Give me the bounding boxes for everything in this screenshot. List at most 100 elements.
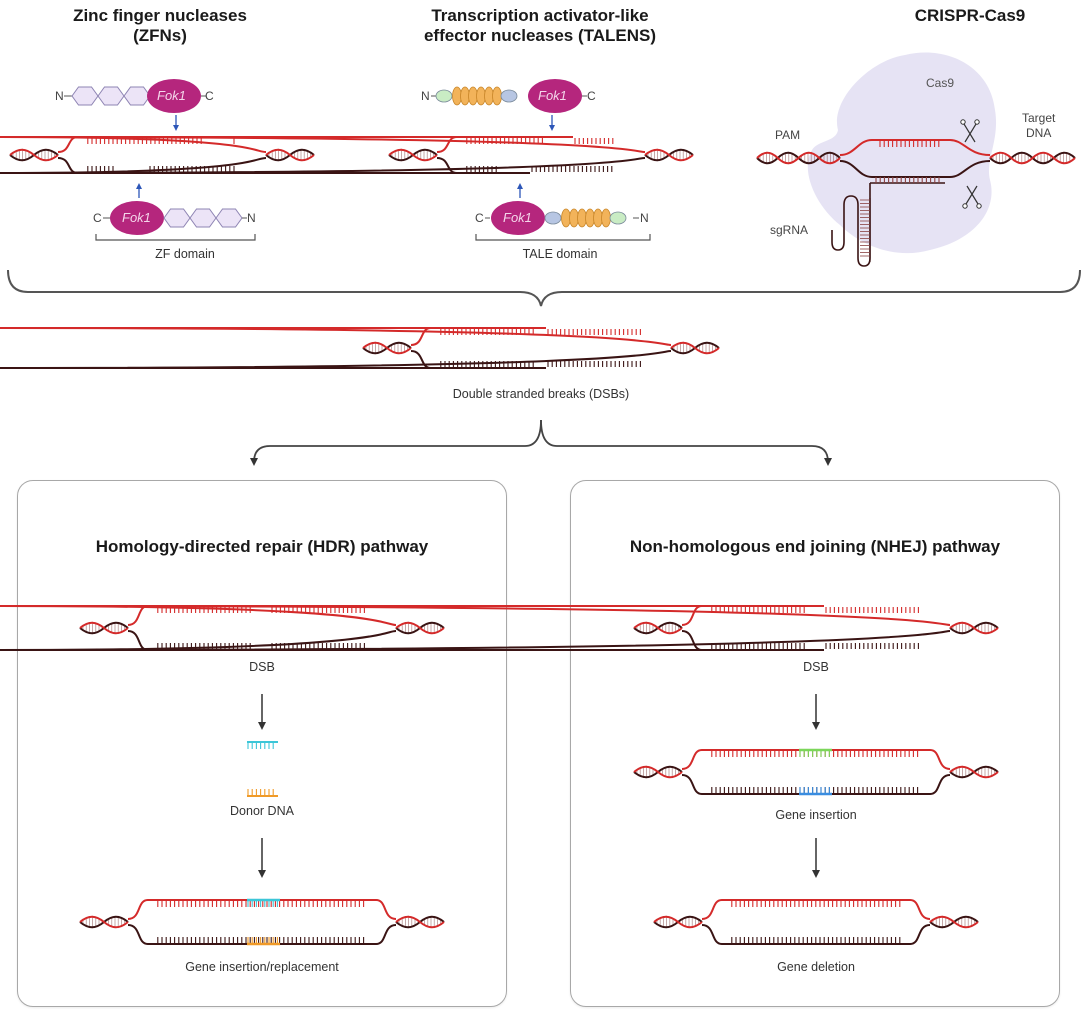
dna-layer	[0, 119, 1076, 946]
nhej-pathway-title: Non-homologous end joining (NHEJ) pathwa…	[629, 537, 1001, 556]
zfn-title: Zinc finger nucleases (ZFNs)	[40, 6, 280, 46]
top-strand	[0, 327, 672, 346]
zinc-finger-icon	[215, 208, 243, 228]
cas9-protein	[807, 52, 997, 254]
split-brace-left-arrow	[250, 419, 542, 466]
helix-strand-top	[989, 151, 1076, 165]
zfn-top-protein	[64, 79, 206, 131]
scissors-icon	[962, 185, 982, 209]
bottom-strand	[701, 924, 931, 945]
talen-bottom-c-label: C	[475, 211, 484, 225]
protein-layer	[64, 79, 651, 241]
zfn-top-fok1-label: Fok1	[157, 88, 186, 103]
zfn-bottom-n-label: N	[247, 211, 256, 225]
zinc-finger-icon	[189, 208, 217, 228]
bottom-strand	[681, 630, 810, 651]
helix-strand-top	[362, 341, 412, 355]
top-strand	[127, 899, 397, 920]
nhej-result-label: Gene deletion	[777, 960, 855, 974]
donor-dna-label: Donor DNA	[230, 804, 294, 818]
fok1-nuclease-icon	[528, 79, 582, 113]
zfn-bottom-c-label: C	[93, 211, 102, 225]
talen-bottom-n-label: N	[640, 211, 649, 225]
helix-strand-top	[79, 915, 129, 929]
scissors-blade	[964, 123, 977, 143]
bottom-strand	[681, 774, 951, 795]
talen-top-protein	[431, 79, 587, 131]
scissors-handle	[974, 119, 980, 125]
zfn-top-c-label: C	[205, 89, 214, 103]
scissors-blade	[966, 185, 979, 205]
scissors-handle	[960, 119, 966, 125]
helix-strand-top	[756, 151, 841, 165]
talen-bottom-protein	[475, 183, 651, 241]
sgrna-label: sgRNA	[770, 223, 809, 237]
helix-strand-top	[633, 765, 683, 779]
crispr-dna	[756, 119, 1076, 267]
bottom-strand	[0, 630, 951, 651]
top-strand	[701, 899, 931, 920]
talen-title-line1: Transcription activator-like	[431, 6, 649, 25]
hdr-result-label: Gene insertion/replacement	[185, 960, 339, 974]
zf-domain-label: ZF domain	[155, 247, 215, 261]
top-strand	[681, 605, 810, 626]
split-brace-right-arrow	[540, 419, 832, 466]
zinc-finger-icon	[97, 86, 125, 106]
hdr-dsb-dna	[0, 605, 445, 651]
top-brace	[7, 269, 1081, 307]
tale-repeat-icon	[601, 208, 611, 228]
helix-strand-top	[949, 621, 999, 635]
dsb-dna	[0, 327, 720, 369]
helix-strand-top	[388, 148, 438, 162]
scissors-blade	[963, 123, 976, 143]
hdr-pathway-title: Homology-directed repair (HDR) pathway	[95, 537, 429, 556]
zfn-bottom-fok1-label: Fok1	[122, 210, 151, 225]
helix-strand-top	[929, 915, 979, 929]
talen-title: Transcription activator-like effector nu…	[380, 6, 700, 46]
fok1-nuclease-icon	[110, 201, 164, 235]
zfn-top-n-label: N	[55, 89, 64, 103]
bottom-strand	[0, 350, 672, 369]
bottom-strand	[0, 157, 646, 174]
zfn-dna	[0, 136, 315, 174]
talen-title-line2: effector nucleases (TALENS)	[423, 26, 657, 45]
tale-linker-icon	[544, 211, 562, 225]
helix-strand-top	[265, 148, 315, 162]
nhej-deletion-dna	[653, 899, 979, 945]
target-dna-label-line1: Target	[1022, 111, 1056, 125]
nhej-pathway-box: Non-homologous end joining (NHEJ) pathwa…	[570, 480, 1060, 1007]
talen-top-n-label: N	[421, 89, 430, 103]
top-strand	[0, 136, 646, 153]
talen-dna	[0, 136, 694, 174]
pam-label: PAM	[775, 128, 801, 142]
scissors-icon	[960, 119, 980, 143]
top-strand	[0, 136, 267, 153]
dsb-label: Double stranded breaks (DSBs)	[452, 387, 630, 401]
sgrna-loop	[831, 183, 871, 267]
helix-strand-top	[395, 915, 445, 929]
talen-top-fok1-label: Fok1	[538, 88, 567, 103]
tale-domain-label: TALE domain	[522, 247, 598, 261]
nhej-dsb-dna	[0, 605, 999, 651]
top-strand	[681, 749, 951, 770]
crispr-bottom-strand	[839, 160, 991, 178]
helix-strand-top	[949, 765, 999, 779]
nhej-insertion-dna	[633, 748, 999, 796]
nhej-step2-label: Gene insertion	[775, 808, 857, 822]
bottom-strand	[127, 924, 397, 945]
crispr-title: CRISPR-Cas9	[880, 6, 1060, 26]
talen-top-c-label: C	[587, 89, 596, 103]
zfn-title-line1: Zinc finger nucleases	[73, 6, 247, 25]
top-strand	[0, 605, 951, 626]
scissors-blade	[965, 185, 978, 205]
crispr-title-line1: CRISPR-Cas9	[914, 6, 1026, 25]
bottom-strand	[436, 157, 500, 174]
tale-nls-icon	[435, 89, 453, 103]
hdr-result-dna	[79, 898, 445, 946]
scissors-handle	[976, 203, 982, 209]
target-dna-label: Target DNA	[1022, 111, 1055, 141]
helix-strand-top	[633, 621, 683, 635]
helix-strand-top	[79, 621, 129, 635]
zinc-finger-icon	[71, 86, 99, 106]
